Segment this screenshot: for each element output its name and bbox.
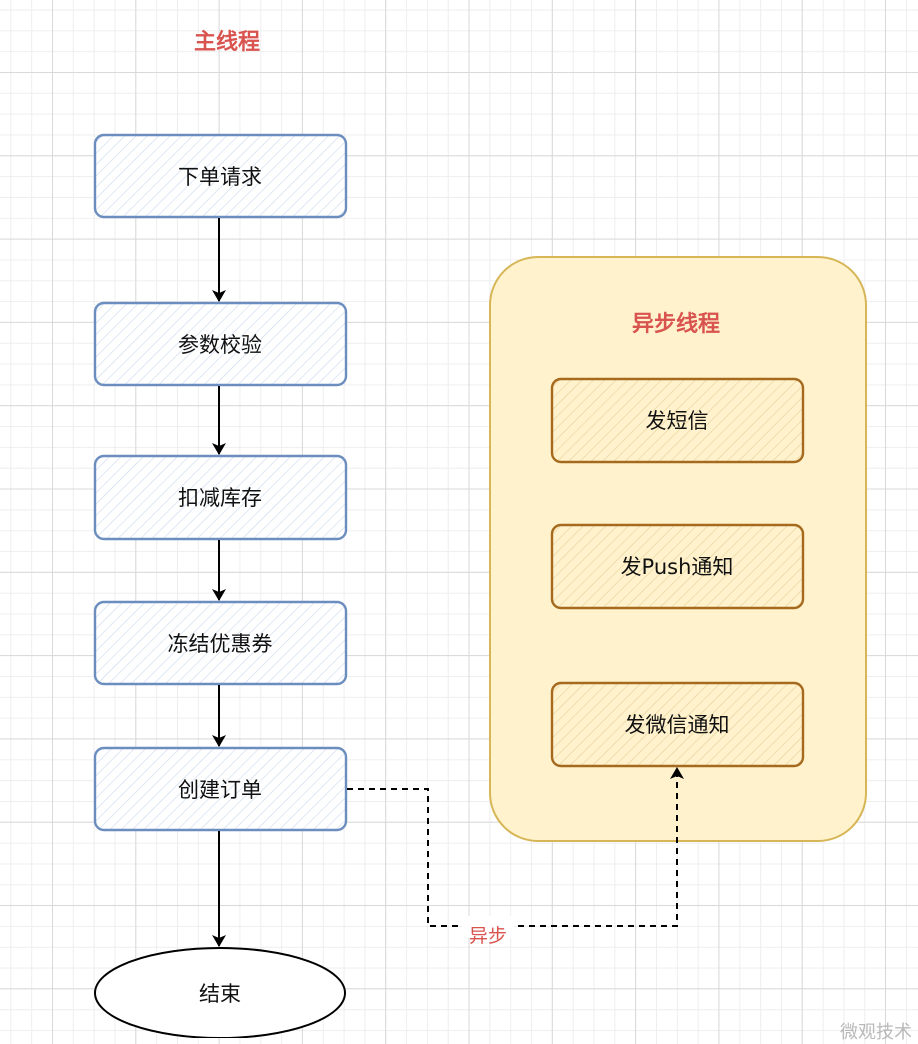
watermark: 微观技术 xyxy=(840,1022,912,1043)
main-step-label: 冻结优惠券 xyxy=(168,632,273,656)
async-thread-title: 异步线程 xyxy=(632,311,720,337)
main-step-label: 参数校验 xyxy=(178,333,262,357)
main-step-label: 创建订单 xyxy=(178,778,262,802)
async-edge-label-bg xyxy=(462,916,514,938)
end-label: 结束 xyxy=(199,982,241,1006)
async-edge-label: 异步 xyxy=(469,925,507,947)
async-task-node[interactable]: 发短信 xyxy=(550,377,805,464)
main-step-node[interactable]: 扣减库存 xyxy=(93,454,348,541)
async-task-node[interactable]: 发Push通知 xyxy=(550,523,805,610)
main-step-node[interactable]: 参数校验 xyxy=(93,301,348,387)
async-task-label: 发短信 xyxy=(646,409,709,433)
main-step-label: 下单请求 xyxy=(178,165,262,189)
main-step-node[interactable]: 创建订单 xyxy=(93,746,348,832)
async-task-label: 发微信通知 xyxy=(625,713,730,737)
main-step-label: 扣减库存 xyxy=(178,486,262,510)
main-step-node[interactable]: 冻结优惠券 xyxy=(93,600,348,686)
main-step-node[interactable]: 下单请求 xyxy=(93,133,348,219)
end-node[interactable]: 结束 xyxy=(94,947,346,1038)
async-task-node[interactable]: 发微信通知 xyxy=(550,681,805,768)
main-thread-title: 主线程 xyxy=(194,29,260,55)
async-task-label: 发Push通知 xyxy=(621,555,734,579)
async-edge xyxy=(347,767,684,927)
